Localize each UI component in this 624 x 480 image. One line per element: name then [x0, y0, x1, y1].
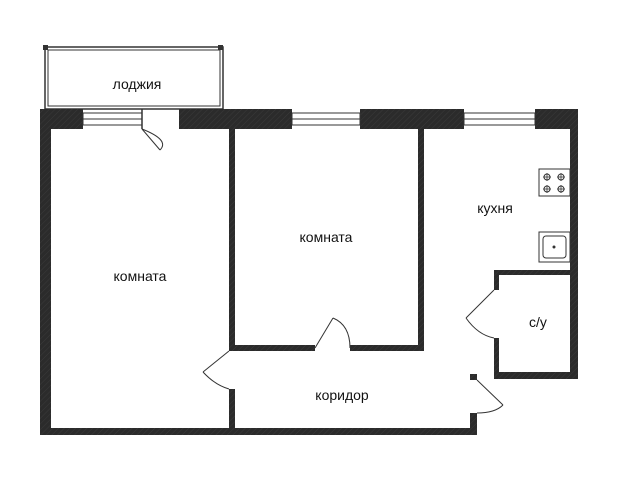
corridor-label: коридор [315, 387, 369, 403]
door-left-room [202, 350, 230, 390]
kitchen-label: кухня [477, 200, 513, 216]
door-entrance [476, 379, 504, 414]
bathroom-label: с/у [529, 314, 547, 330]
window-center [291, 112, 361, 126]
door-center-room [314, 317, 351, 349]
door-bathroom [465, 289, 495, 339]
window-kitchen [463, 112, 536, 126]
sink-icon [538, 231, 571, 263]
window-left [82, 112, 143, 126]
loggia [43, 45, 224, 110]
room-center-label: комната [300, 229, 353, 245]
windows [82, 112, 536, 126]
room-left-label: комната [114, 268, 167, 284]
exterior-walls [40, 109, 578, 435]
interior-walls [229, 129, 570, 428]
loggia-door [141, 109, 164, 151]
stove-icon [538, 168, 571, 197]
loggia-label: лоджия [113, 76, 162, 92]
